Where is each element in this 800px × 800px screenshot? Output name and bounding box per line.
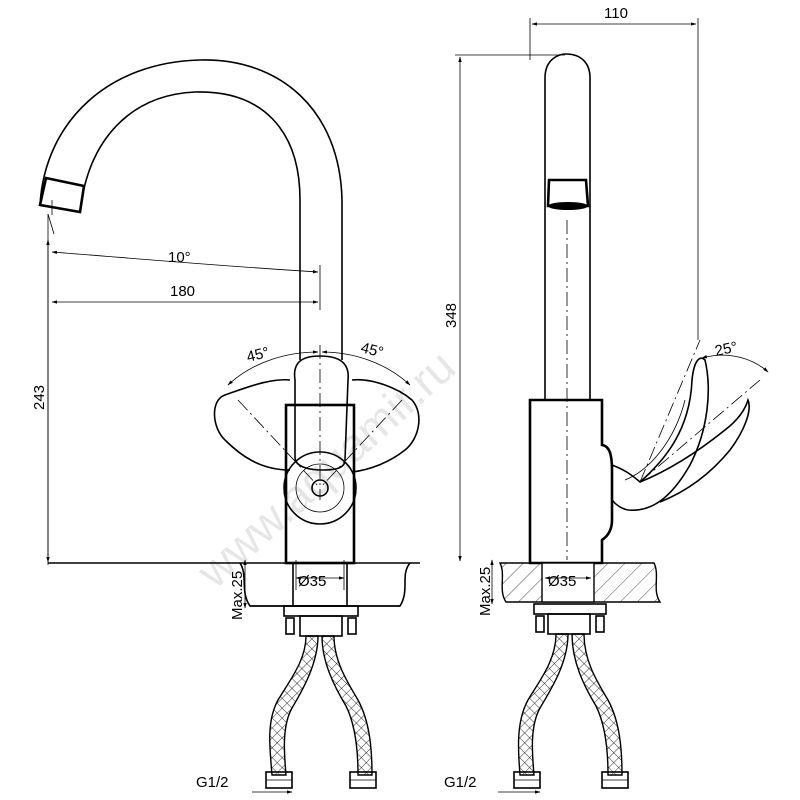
angle-25-label: 25°: [713, 339, 739, 360]
hose-left: [269, 635, 319, 776]
height-243-label: 243: [31, 385, 48, 410]
depth-110-label: 110: [604, 5, 628, 22]
angle-10-label: 10°: [168, 249, 191, 266]
g12-left-label: G1/2: [196, 774, 229, 791]
angle-45-left-label: 45°: [245, 344, 271, 366]
side-body: [528, 398, 614, 565]
side-max25-label: Max.25: [477, 567, 494, 616]
reach-label: 180: [170, 283, 195, 300]
side-spout: [544, 53, 591, 400]
body-circle-outer: [283, 451, 357, 525]
arc-45-left: [227, 350, 319, 386]
body-pivot: [311, 479, 329, 497]
side-view: 110 348 25° Ø35 Max.25: [443, 5, 769, 794]
side-hose-right: [571, 633, 623, 776]
arc-45-right: [321, 350, 411, 386]
spout-outer: [39, 59, 343, 360]
watermark: www.aquamir.ru: [186, 340, 465, 598]
spout-tip: [38, 176, 86, 214]
side-handle-ghost: [639, 397, 750, 503]
hose-right: [321, 635, 373, 776]
side-hose-left: [517, 633, 569, 776]
front-view: 10° 180 243 45° 45° Ø35: [31, 59, 420, 794]
handle-left-ghost: [213, 378, 291, 471]
height-348-label: 348: [443, 303, 460, 328]
arc-25: [701, 354, 769, 373]
g12-right-label: G1/2: [444, 774, 477, 791]
diameter-35-label: Ø35: [298, 573, 326, 590]
max25-label: Max.25: [229, 571, 246, 620]
side-diameter-35-label: Ø35: [548, 573, 576, 590]
spout-inner: [79, 91, 301, 360]
angle-45-right-label: 45°: [359, 339, 385, 361]
dim-10deg: [51, 250, 319, 274]
